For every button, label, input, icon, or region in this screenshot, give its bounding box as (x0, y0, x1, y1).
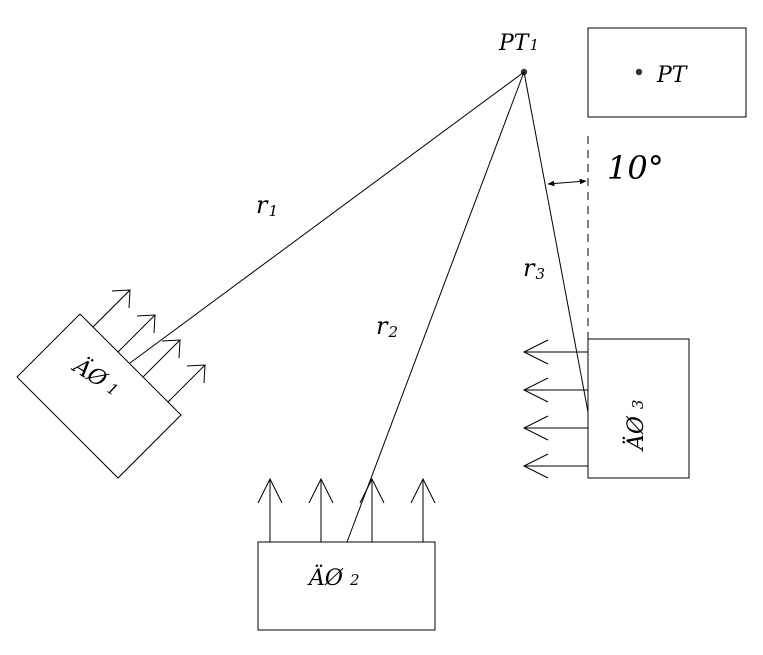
pt-box-dot (635, 68, 643, 76)
source-2-box (257, 541, 436, 631)
source-3-arrows (522, 339, 588, 479)
source-2-arrows (257, 477, 436, 542)
pt-box-label: PT (656, 63, 689, 88)
r3-line (523, 71, 589, 413)
r1-label: r1 (256, 191, 278, 220)
r2-label: r2 (376, 312, 398, 341)
angle-dimension-arrow (547, 178, 587, 187)
pt-box (587, 27, 747, 118)
r3-label: r3 (523, 254, 545, 283)
source-3-label: ÄØ3 (622, 400, 649, 452)
r1-line (129, 71, 525, 364)
source-1-label: ÄØ1 (67, 351, 125, 401)
angle-label: 10° (607, 149, 664, 187)
pt1-label: PT1 (498, 31, 539, 56)
source-1-arrows (92, 289, 206, 403)
source-3-box (587, 338, 690, 479)
source-1-box (16, 313, 182, 479)
r2-line (346, 71, 525, 543)
